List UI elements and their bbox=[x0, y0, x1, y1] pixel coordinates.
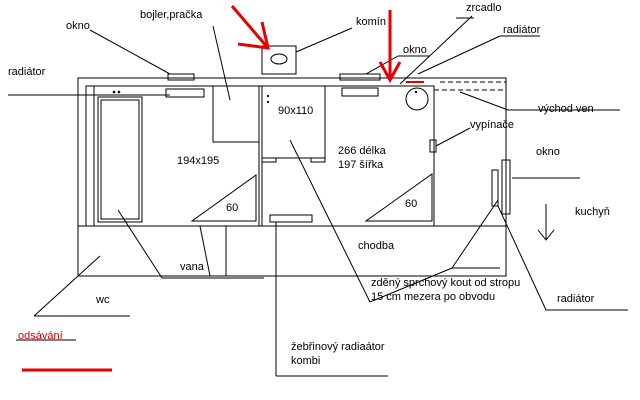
label-radiator-bottom-right: radiátor bbox=[557, 293, 595, 305]
label-chodba: chodba bbox=[358, 240, 395, 252]
kitchen-arrow bbox=[537, 204, 555, 241]
label-odsavani: odsávání bbox=[18, 330, 63, 342]
label-okno-top-right: okno bbox=[403, 44, 427, 56]
label-vypinace: vypínače bbox=[470, 119, 515, 131]
label-zebrinovy-radiator: žebřinový radiaátor kombi bbox=[291, 341, 385, 367]
sink-area bbox=[341, 85, 429, 111]
label-dim-197: 197 šířka bbox=[338, 159, 384, 171]
label-dim-90: 90x110 bbox=[278, 105, 314, 117]
right-window-radiator bbox=[491, 159, 511, 215]
label-komin: komín bbox=[356, 16, 386, 28]
label-vychod-ven: východ ven bbox=[538, 103, 594, 115]
boiler-box bbox=[212, 85, 260, 143]
label-radiator-left: radiátor bbox=[8, 66, 46, 78]
label-triangle-right: 60 bbox=[405, 198, 418, 210]
red-arrows bbox=[22, 5, 424, 372]
label-dim-194: 194x195 bbox=[177, 155, 220, 167]
label-sprchovy-kout: zděný sprchový kout od stropu 15 cm meze… bbox=[371, 277, 521, 303]
partition-walls bbox=[258, 86, 326, 226]
label-kuchyn: kuchyň bbox=[575, 206, 610, 218]
ladder-radiator bbox=[269, 214, 313, 223]
window-top-left bbox=[167, 73, 195, 81]
label-triangle-left: 60 bbox=[226, 202, 239, 214]
label-wc: wc bbox=[96, 294, 110, 306]
label-okno-top-left: okno bbox=[66, 20, 90, 32]
label-radiator-top-right: radiátor bbox=[503, 24, 541, 36]
bathtub bbox=[97, 90, 143, 223]
label-bojler: bojler,pračka bbox=[140, 9, 203, 21]
corner-triangle-right bbox=[364, 173, 433, 222]
bottom-walls bbox=[78, 226, 506, 277]
label-dim-266: 266 délka bbox=[338, 145, 386, 157]
radiator-left-block bbox=[165, 88, 205, 98]
switch-box bbox=[429, 139, 437, 153]
label-zrcadlo: zrcadlo bbox=[466, 2, 502, 14]
label-okno-right: okno bbox=[536, 146, 560, 158]
shower-dots bbox=[266, 94, 270, 104]
window-top-right bbox=[339, 73, 381, 81]
corner-triangle-left bbox=[190, 174, 257, 222]
label-vana: vana bbox=[180, 261, 204, 273]
chimney bbox=[261, 45, 297, 75]
exterior-dashed-line bbox=[434, 81, 506, 91]
